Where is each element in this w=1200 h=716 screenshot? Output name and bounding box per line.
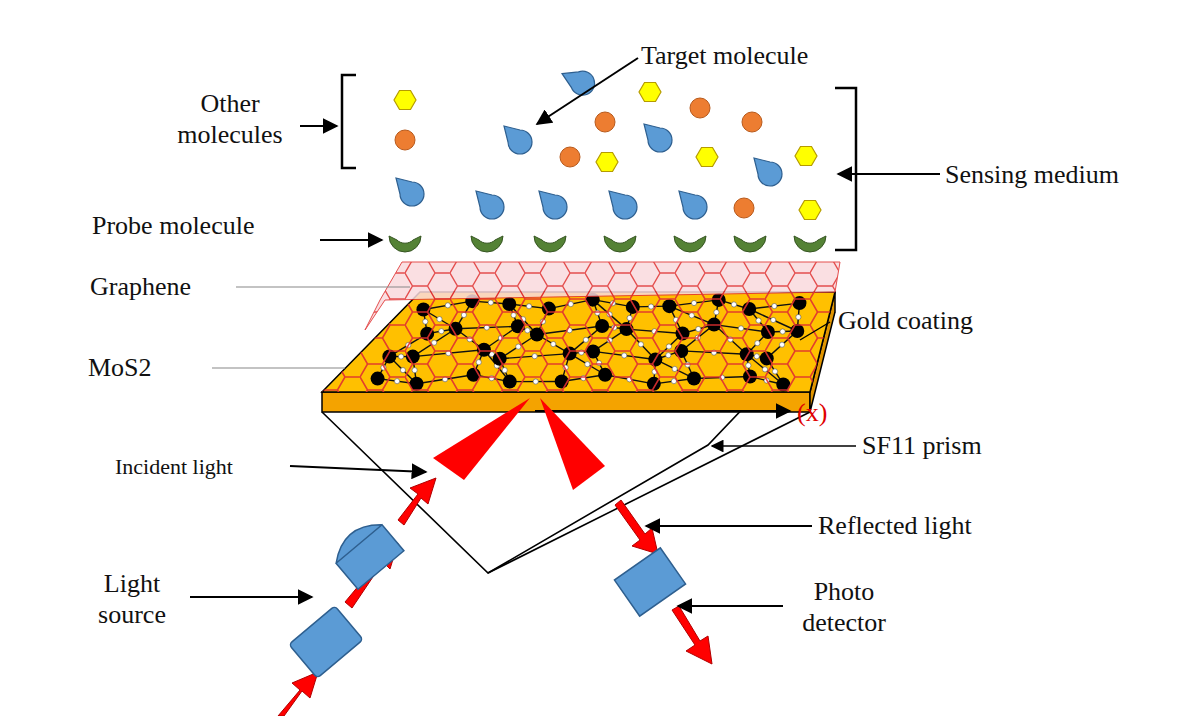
x-axis [535,410,790,412]
reflected-light-label: Reflected light [818,510,972,541]
target-molecule-label: Target molecule [641,40,808,71]
gold-coating [322,292,835,412]
prism-label: SF11 prism [862,430,982,461]
graphene-overlay [322,292,835,392]
graphene-label: Graphene [90,271,191,302]
sensing-medium-label: Sensing medium [945,159,1119,190]
reflected-beam [540,398,605,490]
gold-coating-label: Gold coating [838,305,973,336]
probe-molecule-label: Probe molecule [92,210,254,241]
molecules [389,64,826,252]
graphene-sheet [365,262,840,330]
incident-beam [433,398,530,480]
mos2-label: MoS2 [88,352,152,383]
light-source-label: Light source [78,568,186,630]
right-bracket [835,88,856,250]
axis-label: (x) [797,397,827,428]
other-molecules-label: Other molecules [170,88,290,150]
photo-detector [614,500,712,664]
left-bracket [342,75,356,168]
incident-light-label: Incident light [115,451,233,482]
photo-detector-label: Photo detector [785,576,903,638]
